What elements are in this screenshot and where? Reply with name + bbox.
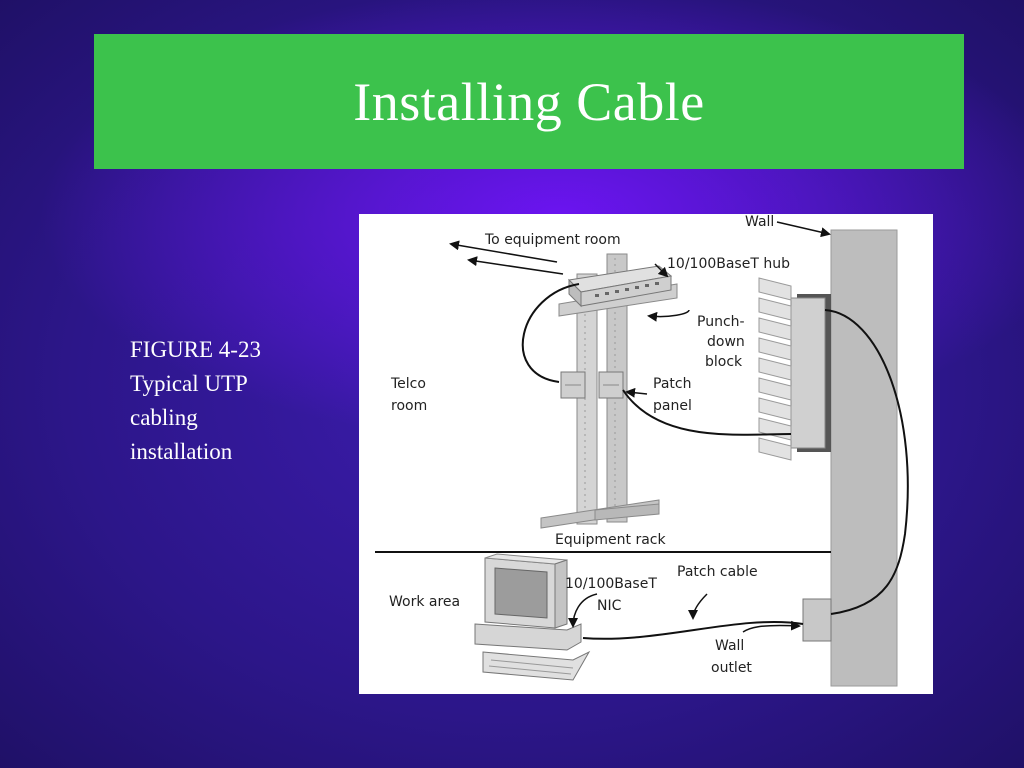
cabling-diagram: Wall To equipment room 10/100BaseT hub P… [359,214,933,694]
hub-device [567,265,673,308]
label-punch-down-2: down [707,334,745,350]
title-bar: Installing Cable [94,34,964,169]
wall-outlet-shape [802,598,832,642]
caption-line-3: cabling [130,405,198,430]
cabling-diagram-svg: Wall To equipment room 10/100BaseT hub P… [375,214,909,687]
workstation-computer [474,553,591,681]
label-punch-down-1: Punch- [697,314,745,330]
label-patch-panel-1: Patch [653,376,691,392]
figure-caption: FIGURE 4-23 Typical UTP cabling installa… [130,333,350,469]
slide-title: Installing Cable [353,71,705,132]
label-telco-2: room [391,398,427,414]
label-nic-1: 10/100BaseT [565,576,657,592]
caption-line-2: Typical UTP [130,371,248,396]
patch-panel-shape [560,371,624,399]
label-work-area: Work area [389,594,460,610]
label-punch-down-3: block [705,354,743,370]
label-telco-1: Telco [390,376,426,392]
caption-line-1: FIGURE 4-23 [130,337,261,362]
caption-line-4: installation [130,439,233,464]
label-equipment-rack: Equipment rack [555,532,666,548]
punch-down-block-shape [758,277,831,461]
label-arrows [449,221,831,633]
label-wall-outlet-1: Wall [715,638,744,654]
label-to-equipment-room: To equipment room [484,232,621,248]
label-wall: Wall [745,214,774,230]
label-hub: 10/100BaseT hub [667,256,790,272]
label-patch-cable: Patch cable [677,564,758,580]
label-wall-outlet-2: outlet [711,660,752,676]
wall-shape [830,229,898,687]
cables [521,283,909,640]
label-patch-panel-2: panel [653,398,692,414]
label-nic-2: NIC [597,598,622,614]
